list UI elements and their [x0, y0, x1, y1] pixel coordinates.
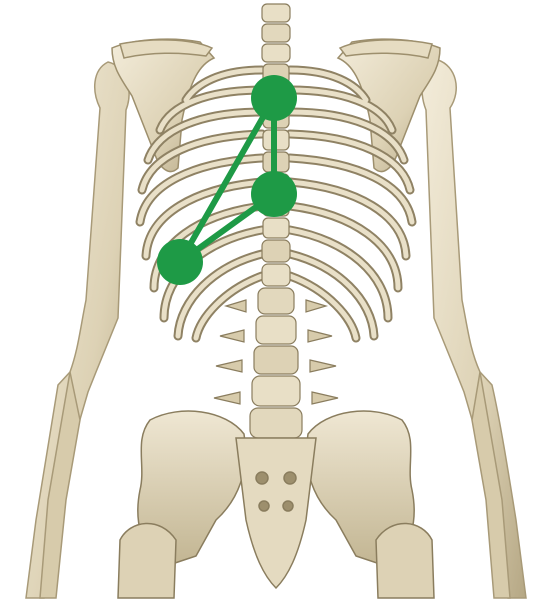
marker-left-rib[interactable]	[157, 239, 203, 285]
marker-mid-spine[interactable]	[251, 171, 297, 217]
marker-upper-spine[interactable]	[251, 75, 297, 121]
pelvis	[118, 411, 434, 598]
